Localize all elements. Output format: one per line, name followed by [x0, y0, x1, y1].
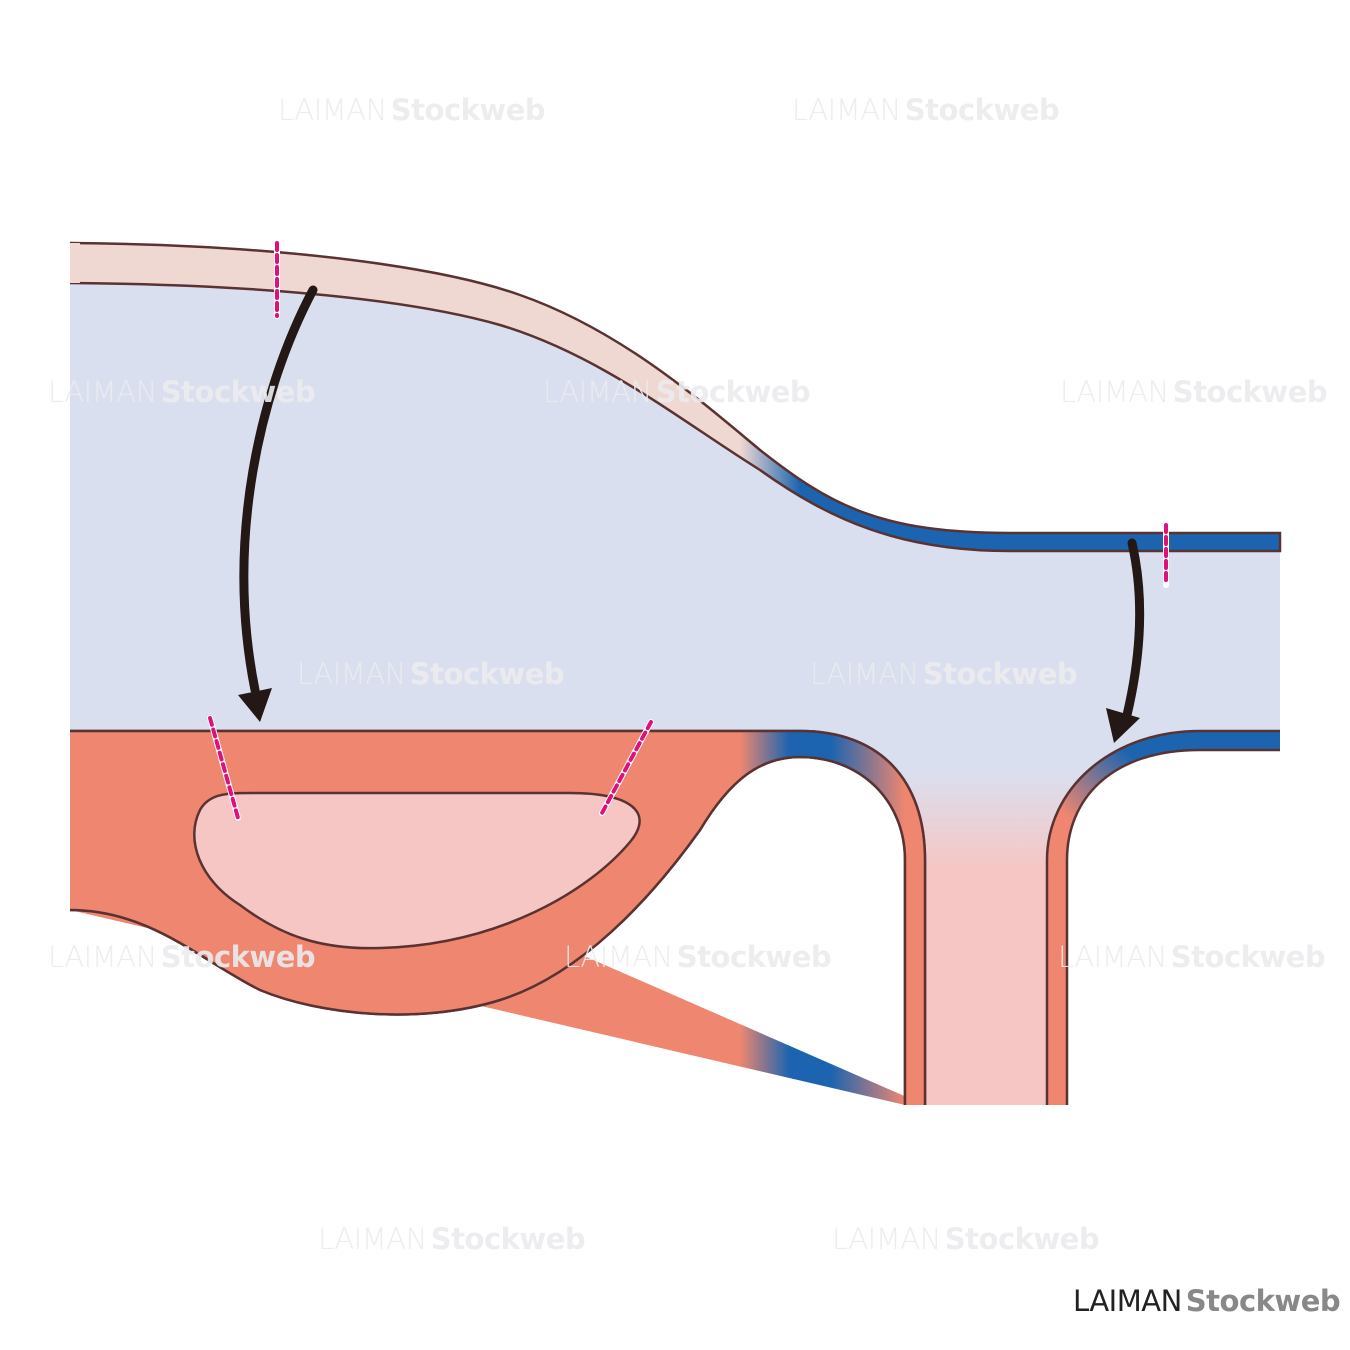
curved-arrow-right [1106, 538, 1145, 743]
watermark-text: Stockweb [160, 940, 316, 974]
watermark-text: LAIMAN [543, 375, 652, 409]
pouch [193, 791, 641, 950]
watermark-text: Stockweb [904, 93, 1060, 127]
watermark-text: LAIMAN [48, 940, 157, 974]
curved-arrow-left [238, 285, 318, 722]
watermark-text: LAIMAN [810, 657, 919, 691]
watermark-text: LAIMAN [297, 657, 406, 691]
watermark-text: Stockweb [1172, 375, 1328, 409]
watermark-text: LAIMAN [1060, 375, 1169, 409]
watermark-text: Stockweb [409, 657, 565, 691]
watermark-text: LAIMAN [48, 375, 157, 409]
watermark-text: LAIMAN [832, 1222, 941, 1256]
watermark-text: LAIMAN [318, 1222, 427, 1256]
watermark-text: Stockweb [1170, 940, 1326, 974]
watermark-text: Stockweb [160, 375, 316, 409]
branch-lumen [800, 731, 1200, 1105]
watermark-text: Stockweb [676, 940, 832, 974]
watermark-text: Stockweb [655, 375, 811, 409]
watermark-text: Stockweb [430, 1222, 586, 1256]
watermark-text: LAIMAN [564, 940, 673, 974]
watermark-text: Stockweb [922, 657, 1078, 691]
watermark-text: Stockweb [944, 1222, 1100, 1256]
lumen [70, 283, 1280, 731]
watermark-text: LAIMAN [1058, 940, 1167, 974]
logo-text: LAIMAN [1073, 1284, 1182, 1318]
right-branch-wall [1047, 731, 1280, 1105]
watermark-text: LAIMAN [792, 93, 901, 127]
watermark-text: LAIMAN [278, 93, 387, 127]
logo-text: Stockweb [1185, 1284, 1341, 1318]
upper-wall [69, 241, 1282, 553]
watermark-text: Stockweb [390, 93, 546, 127]
dashed-incision-line [207, 240, 1169, 821]
